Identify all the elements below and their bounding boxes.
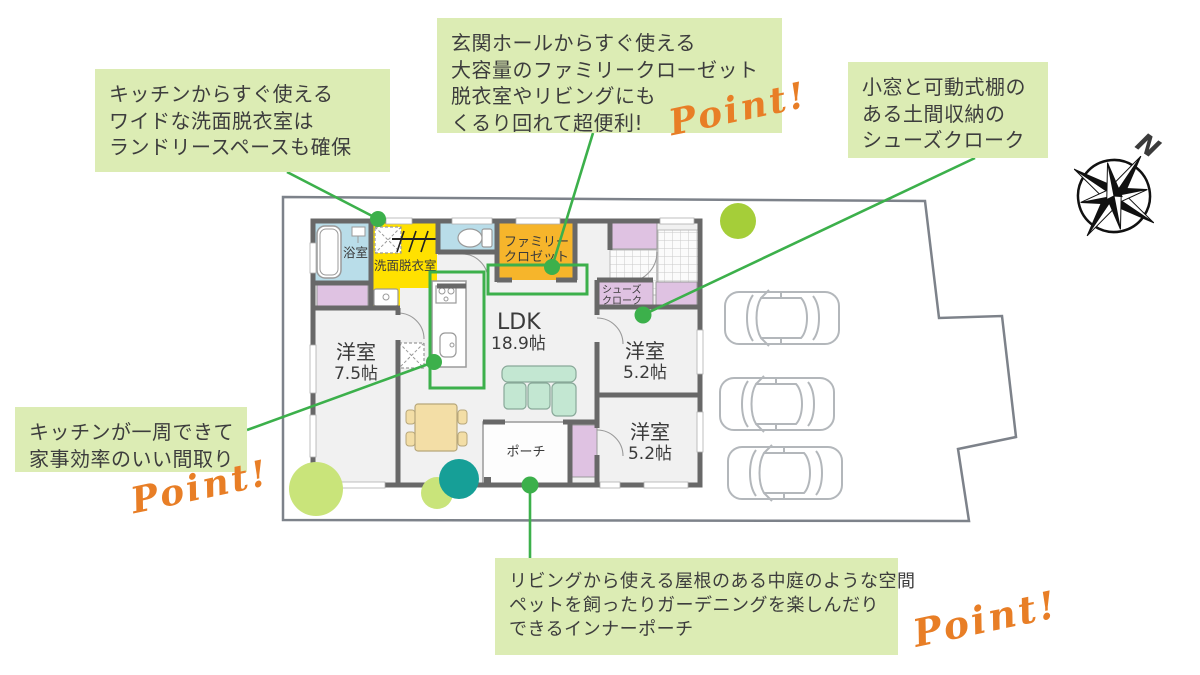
closet-hall: [655, 281, 698, 308]
closet-bedroom1: [316, 284, 369, 308]
room-label-ldk: LDK: [497, 310, 541, 335]
tree-icon: [720, 203, 756, 239]
entry-tile: [657, 229, 699, 283]
callout-shoes-cloak: 小窓と可動式棚の ある土間収納の シューズクローク: [848, 62, 1048, 158]
room-label-bedroom3: 洋室: [630, 420, 670, 444]
callout-inner-porch: リビングから使える屋根のある中庭のような空間 ペットを飼ったりガーデニングを楽し…: [495, 558, 916, 655]
highlight-rect-passage: [486, 263, 589, 296]
compass-icon: N: [1073, 128, 1165, 237]
tree-icon: [289, 462, 343, 516]
callout-kitchen: キッチンが一周できて 家事効率のいい間取り: [15, 407, 247, 472]
compass-north-label: N: [1130, 128, 1165, 165]
room-label-ldk-size: 18.9帖: [491, 334, 546, 354]
fixtures: [316, 225, 577, 452]
dining-table-icon: [405, 403, 468, 452]
tree-icon: [439, 459, 479, 499]
highlight-rect-kitchen: [428, 270, 486, 390]
washbasin-icon: [373, 288, 399, 307]
callout-text-line: 脱衣室やリビングにも: [451, 84, 656, 109]
toilet-icon: [457, 228, 493, 248]
room-porch: [482, 421, 571, 486]
callout-text-line: シューズクローク: [862, 128, 1025, 153]
car-icon: [719, 375, 835, 433]
leader-dots: [370, 211, 652, 494]
bathtub-icon: [316, 225, 366, 279]
callout-family-closet: 玄関ホールからすぐ使える 大容量のファミリークローゼット 脱衣室やリビングにも …: [437, 18, 782, 135]
room-label-shoes-cloak: クローク: [602, 295, 642, 307]
room-label-bedroom1: 洋室: [336, 340, 376, 364]
callout-text-line: ランドリースペースも確保: [109, 135, 352, 160]
trees: [289, 203, 756, 516]
room-labels: 浴室 洗面脱衣室 ファミリー クロゼット シューズ クローク LDK 18.9帖…: [334, 235, 672, 464]
callout-text-line: キッチンが一周できて: [29, 420, 234, 444]
callout-text-line: リビングから使える屋根のある中庭のような空間: [509, 571, 916, 592]
callout-text-line: できるインナーポーチ: [509, 618, 694, 640]
pantry-icon: [398, 342, 425, 369]
callout-text-line: くるり回れて超便利!: [451, 110, 644, 135]
room-label-family-closet: ファミリー: [504, 235, 569, 250]
room-label-bath: 浴室: [343, 245, 368, 260]
callout-laundry-room: キッチンからすぐ使える ワイドな洗面脱衣室は ランドリースペースも確保: [95, 69, 390, 172]
room-label-porch: ポーチ: [506, 445, 545, 460]
sofa-icon: [501, 365, 577, 417]
room-label-bedroom2-size: 5.2帖: [623, 363, 667, 383]
callout-text-line: ワイドな洗面脱衣室は: [109, 108, 314, 133]
room-label-shoes-cloak: シューズ: [602, 283, 642, 296]
cars: [719, 289, 843, 502]
room-label-laundry: 洗面脱衣室: [374, 258, 437, 273]
callout-text-line: ある土間収納の: [862, 101, 1006, 126]
room-label-bedroom3-size: 5.2帖: [628, 444, 672, 464]
room-label-bedroom1-size: 7.5帖: [334, 364, 378, 384]
laundry-pole-icon: [392, 230, 438, 253]
car-icon: [727, 444, 843, 502]
windows: [309, 217, 704, 489]
closet-bedroom3: [570, 424, 598, 478]
porch-pillar: [484, 477, 491, 484]
annotation-overlay: [246, 132, 976, 558]
room-label-bedroom2: 洋室: [625, 339, 665, 363]
leader-lines: [246, 132, 976, 558]
car-icon: [724, 289, 840, 347]
callout-text-line: キッチンからすぐ使える: [109, 82, 334, 106]
callout-text-line: 大容量のファミリークローゼット: [451, 57, 759, 82]
callout-text-line: 家事効率のいい間取り: [29, 446, 234, 471]
callout-text-line: 玄関ホールからすぐ使える: [451, 31, 696, 55]
callout-text-line: 小窓と可動式棚の: [862, 75, 1026, 99]
kitchen-island: [431, 280, 467, 368]
room-label-family-closet: クロゼット: [504, 250, 569, 265]
closet-genkan: [611, 222, 658, 250]
callout-text-line: ペットを飼ったりガーデニングを楽しんだり: [509, 594, 879, 616]
